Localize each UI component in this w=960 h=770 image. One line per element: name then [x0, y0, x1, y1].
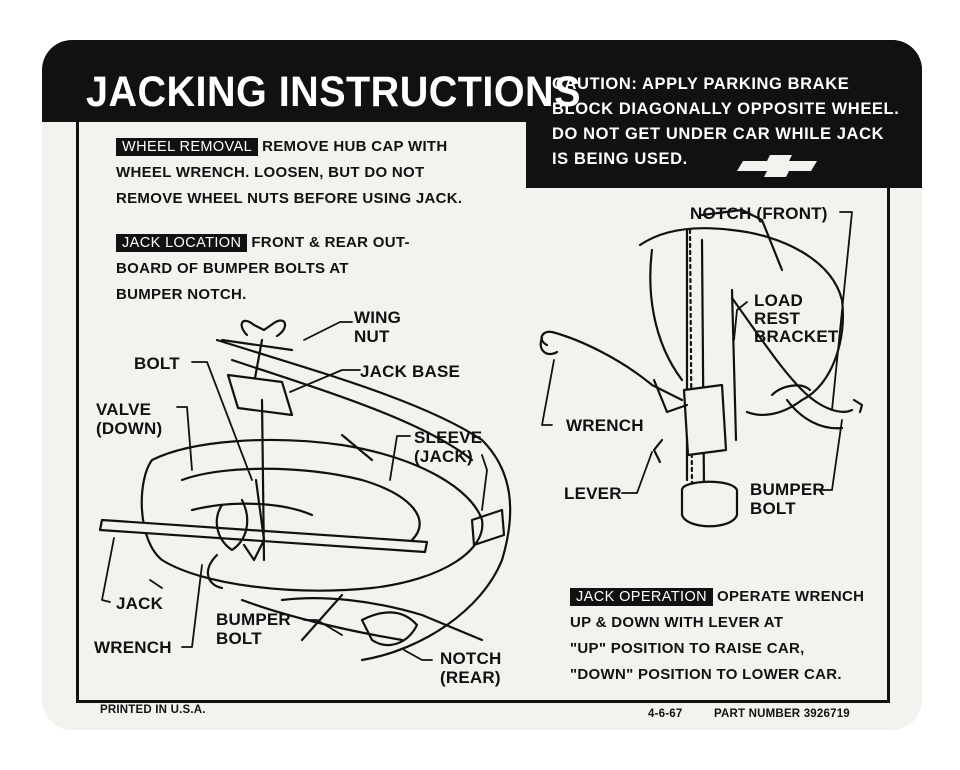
part-number: PART NUMBER 3926719	[714, 708, 850, 720]
wheel-removal-line-3: REMOVE WHEEL NUTS BEFORE USING JACK.	[116, 190, 463, 207]
jack-operation-tag: JACK OPERATION	[570, 588, 714, 606]
jack-operation-line-3: "UP" POSITION TO RAISE CAR,	[570, 640, 805, 657]
leader-lines	[101, 211, 853, 661]
caution-text: CAUTION: APPLY PARKING BRAKE BLOCK DIAGO…	[552, 75, 900, 168]
label-sleeve-jack: SLEEVE (JACK)	[414, 428, 483, 466]
bowtie-logo	[737, 155, 817, 177]
label-jack: JACK	[116, 594, 164, 613]
label-lever: LEVER	[564, 484, 622, 503]
wheel-removal-tag: WHEEL REMOVAL	[116, 138, 259, 156]
front-jack-illustration	[539, 208, 864, 528]
label-notch-rear: NOTCH (REAR)	[440, 649, 502, 687]
jacking-instructions-decal: JACKING INSTRUCTIONS CAUTION: APPLY PARK…	[42, 40, 922, 730]
page-title: JACKING INSTRUCTIONS	[86, 68, 581, 116]
wheel-removal-line-1: REMOVE HUB CAP WITH	[262, 138, 448, 155]
print-date: 4-6-67	[648, 708, 683, 720]
jack-operation-line-2: UP & DOWN WITH LEVER AT	[570, 614, 784, 631]
label-notch-front: NOTCH (FRONT)	[690, 204, 828, 223]
label-valve-down: VALVE (DOWN)	[96, 400, 163, 438]
label-load-rest-bracket: LOAD REST BRACKET	[754, 291, 839, 346]
jack-operation-line-4: "DOWN" POSITION TO LOWER CAR.	[570, 666, 842, 683]
label-bumper-bolt-left: BUMPER BOLT	[216, 610, 291, 648]
wheel-removal-line-2: WHEEL WRENCH. LOOSEN, BUT DO NOT	[116, 164, 425, 181]
label-jack-base: JACK BASE	[360, 362, 461, 381]
label-bumper-bolt-right: BUMPER BOLT	[750, 480, 825, 518]
jack-location-line-3: BUMPER NOTCH.	[116, 286, 247, 303]
label-wing-nut: WING NUT	[354, 308, 402, 346]
jack-location-tag: JACK LOCATION	[116, 234, 248, 252]
jack-location-line-2: BOARD OF BUMPER BOLTS AT	[116, 260, 349, 277]
label-wrench-left: WRENCH	[94, 638, 172, 657]
jack-operation-line-1: OPERATE WRENCH	[717, 588, 865, 605]
jack-location-line-1: FRONT & REAR OUT-	[251, 234, 410, 251]
rear-bumper-illustration	[98, 319, 512, 662]
label-wrench-right: WRENCH	[566, 416, 644, 435]
diagram-frame	[76, 122, 890, 703]
caution-panel	[526, 40, 922, 188]
label-bolt: BOLT	[134, 354, 180, 373]
printed-in-usa: PRINTED IN U.S.A.	[100, 704, 206, 716]
